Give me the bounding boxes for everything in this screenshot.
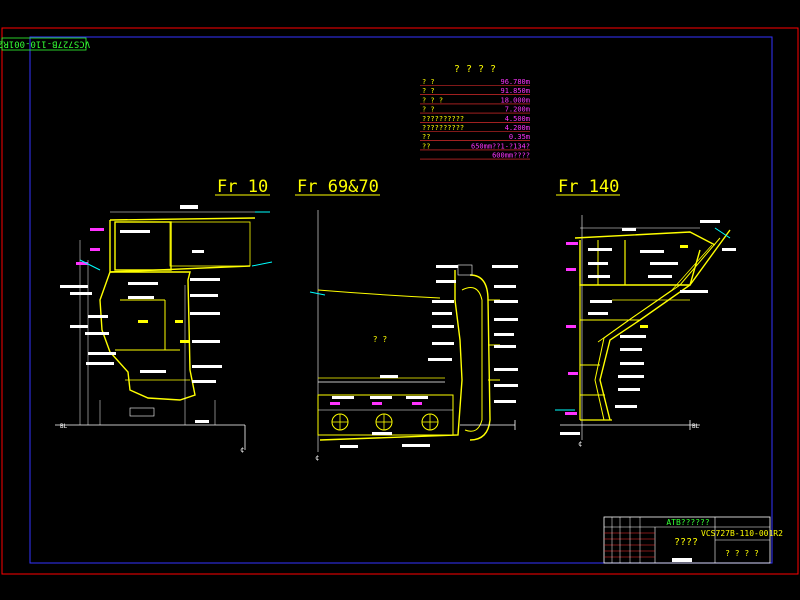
outer-border (1, 27, 799, 575)
inner-border (29, 36, 773, 564)
particulars-value: 96.780m (500, 78, 530, 86)
particulars-value: 18.000m (500, 96, 530, 104)
particulars-value: 0.35m (509, 133, 530, 141)
section-title-fr10: Fr 10 (217, 177, 268, 197)
particulars-label: ?????????? (422, 115, 464, 123)
section-fr10: Fr 10 (55, 177, 273, 454)
rotated-code-block: VCS727B-110-001R2 (0, 37, 90, 51)
particulars-label: ? ? ? (422, 96, 443, 104)
particulars-label: ?? (422, 133, 430, 141)
particulars-value: 91.850m (500, 87, 530, 95)
title-block: ATB?????? ???? VCS727B-110-001R2 ? ? ? ? (603, 516, 783, 564)
principal-particulars: ? ? ? ? ? ? 96.780m ? ? 91.850m ? ? ? 18.000m… (420, 64, 530, 160)
particulars-value: 600mm???? (492, 152, 530, 160)
particulars-label: ?? (422, 142, 430, 150)
particulars-label: ? ? (422, 78, 435, 86)
particulars-value: 4.500m (505, 115, 530, 123)
title-name: ???? (674, 537, 698, 548)
particulars-value: 7.200m (505, 106, 530, 114)
svg-text:BL: BL (692, 423, 700, 430)
svg-text:¢: ¢ (315, 454, 319, 462)
particulars-value: 650mm??1-?134? (471, 142, 530, 150)
particulars-rows: ? ? 96.780m ? ? 91.850m ? ? ? 18.000m ? ? 7.200… (420, 78, 530, 160)
svg-text:¢: ¢ (240, 446, 244, 454)
section-title-fr6970: Fr 69&70 (297, 177, 379, 197)
particulars-label: ? ? (422, 87, 435, 95)
rotated-drawing-code: VCS727B-110-001R2 (0, 39, 90, 49)
title-org: ATB?????? (666, 518, 710, 527)
baseline-label-fr10: BL (60, 423, 68, 430)
center-mark-fr6970: ? ? (373, 335, 388, 344)
section-title-fr140: Fr 140 (558, 177, 619, 197)
section-fr6970: Fr 69&70 (295, 177, 518, 462)
particulars-label: ? ? (422, 106, 435, 114)
title-drawing-no: VCS727B-110-001R2 (701, 529, 783, 538)
svg-text:¢: ¢ (578, 440, 582, 448)
particulars-value: 4.200m (505, 124, 530, 132)
particulars-label: ?????????? (422, 124, 464, 132)
title-marks: ? ? ? ? (725, 549, 759, 558)
particulars-title: ? ? ? ? (454, 64, 496, 75)
section-fr140: Fr 140 (555, 177, 736, 448)
